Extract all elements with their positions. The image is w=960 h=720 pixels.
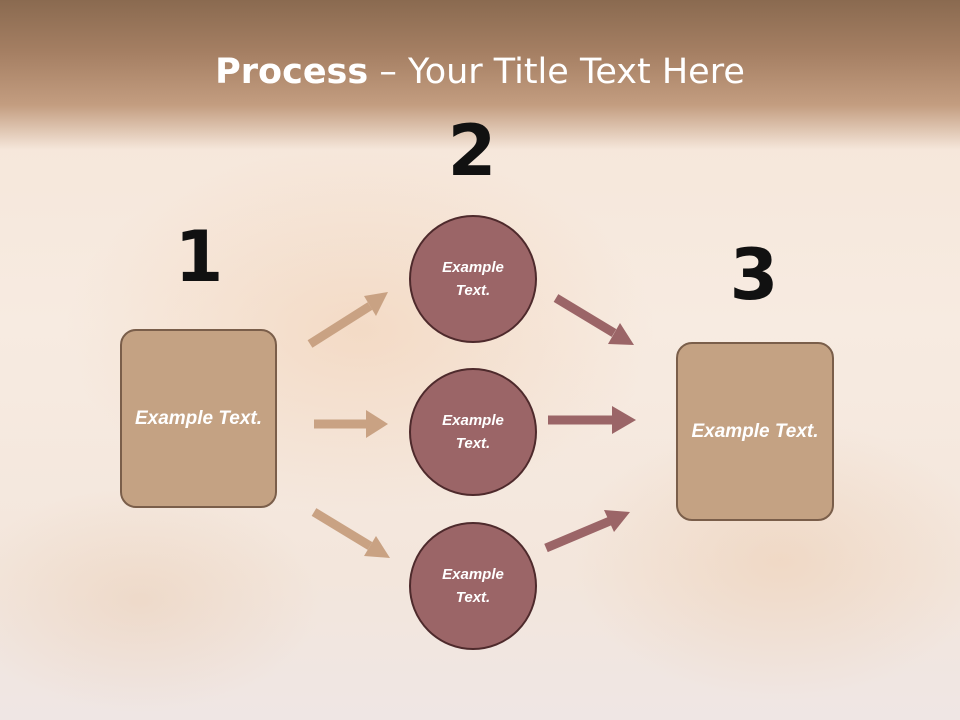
circle-bottom-text: Example Text.: [442, 566, 504, 606]
arrow-bottom-to-right: [544, 510, 630, 553]
arrow-left-to-middle: [314, 410, 388, 438]
left-box-text: Example Text.: [134, 408, 263, 429]
arrow-left-to-bottom: [311, 508, 390, 558]
arrow-left-to-top: [307, 292, 388, 348]
circle-top-text: Example Text.: [442, 259, 504, 299]
arrow-middle-to-right: [548, 406, 636, 434]
arrow-top-to-right: [553, 294, 634, 345]
slide-title: Process – Your Title Text Here: [0, 52, 960, 92]
right-box-text: Example Text.: [691, 421, 819, 442]
title-bold: Process: [215, 52, 369, 92]
step-number-2: 2: [447, 110, 497, 192]
circle-middle-text: Example Text.: [442, 412, 504, 452]
title-rest: – Your Title Text Here: [368, 52, 745, 92]
circle-middle: Example Text.: [409, 368, 537, 496]
right-process-box: Example Text.: [676, 342, 834, 521]
title-band: [0, 0, 960, 150]
circle-top: Example Text.: [409, 215, 537, 343]
step-number-1: 1: [174, 216, 224, 298]
left-process-box: Example Text.: [120, 329, 277, 508]
step-number-3: 3: [729, 234, 779, 316]
circle-bottom: Example Text.: [409, 522, 537, 650]
